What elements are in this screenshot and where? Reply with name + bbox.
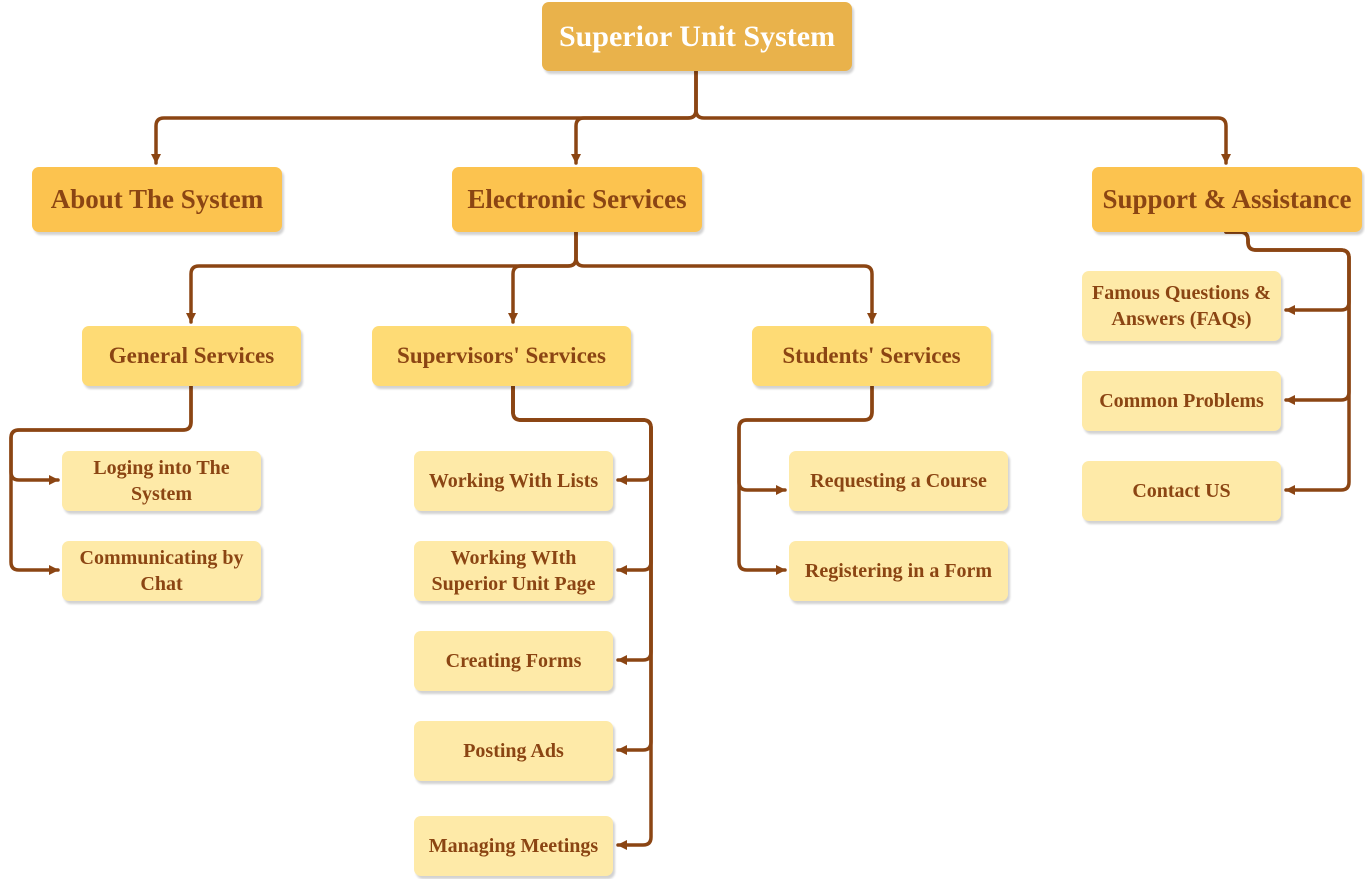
leaf-superior-unit-page: Working WIth Superior Unit Page bbox=[414, 541, 613, 601]
leaf-label: Creating Forms bbox=[445, 650, 582, 672]
about-label: About The System bbox=[50, 184, 264, 214]
leaf-label: Loging into The System bbox=[93, 457, 230, 505]
leaf-contact-us: Contact US bbox=[1082, 461, 1281, 521]
general-services-node: General Services bbox=[82, 326, 301, 386]
connector-supervisors-meetings bbox=[511, 384, 653, 850]
leaf-label: Working WIth Superior Unit Page bbox=[431, 547, 596, 595]
electronic-services-label: Electronic Services bbox=[467, 184, 687, 214]
leaf-label: Managing Meetings bbox=[428, 835, 599, 857]
leaf-faqs: Famous Questions & Answers (FAQs) bbox=[1082, 271, 1281, 341]
leaf-label: Working With Lists bbox=[428, 470, 599, 492]
support-label: Support & Assistance bbox=[1102, 184, 1352, 214]
supervisors-services-node: Supervisors' Services bbox=[372, 326, 631, 386]
students-services-label: Students' Services bbox=[782, 343, 961, 368]
leaf-label: Requesting a Course bbox=[810, 470, 987, 492]
root-node: Superior Unit System bbox=[542, 2, 852, 71]
leaf-logging-in: Loging into The System bbox=[62, 451, 261, 511]
connector-support-contact bbox=[1224, 230, 1351, 495]
about-node: About The System bbox=[32, 167, 282, 232]
leaf-posting-ads: Posting Ads bbox=[414, 721, 613, 781]
leaf-label: Contact US bbox=[1132, 480, 1231, 502]
supervisors-services-label: Supervisors' Services bbox=[397, 343, 606, 368]
leaf-creating-forms: Creating Forms bbox=[414, 631, 613, 691]
connector-electronic-students bbox=[574, 230, 877, 324]
leaf-label: Communicating by Chat bbox=[79, 547, 244, 595]
connector-electronic-supervisors bbox=[508, 230, 578, 324]
support-node: Support & Assistance bbox=[1092, 167, 1362, 232]
electronic-services-node: Electronic Services bbox=[452, 167, 702, 232]
leaf-label: Posting Ads bbox=[463, 740, 564, 762]
connector-supervisors-forms bbox=[511, 384, 653, 665]
leaf-label: Common Problems bbox=[1099, 390, 1264, 412]
students-services-node: Students' Services bbox=[752, 326, 991, 386]
root-label: Superior Unit System bbox=[558, 19, 836, 53]
leaf-chat: Communicating by Chat bbox=[62, 541, 261, 601]
leaf-working-with-lists: Working With Lists bbox=[414, 451, 613, 511]
connector-students-form bbox=[737, 384, 874, 575]
connector-root-electronic bbox=[571, 69, 698, 165]
general-services-label: General Services bbox=[108, 343, 275, 368]
leaf-common-problems: Common Problems bbox=[1082, 371, 1281, 431]
leaf-requesting-course: Requesting a Course bbox=[789, 451, 1008, 511]
leaf-registering-form: Registering in a Form bbox=[789, 541, 1008, 601]
connector-electronic-general bbox=[186, 230, 578, 324]
connector-general-chat bbox=[9, 384, 193, 575]
leaf-managing-meetings: Managing Meetings bbox=[414, 816, 613, 876]
connector-root-support bbox=[694, 69, 1231, 165]
leaf-label: Famous Questions & Answers (FAQs) bbox=[1092, 282, 1271, 330]
leaf-label: Registering in a Form bbox=[804, 560, 993, 582]
